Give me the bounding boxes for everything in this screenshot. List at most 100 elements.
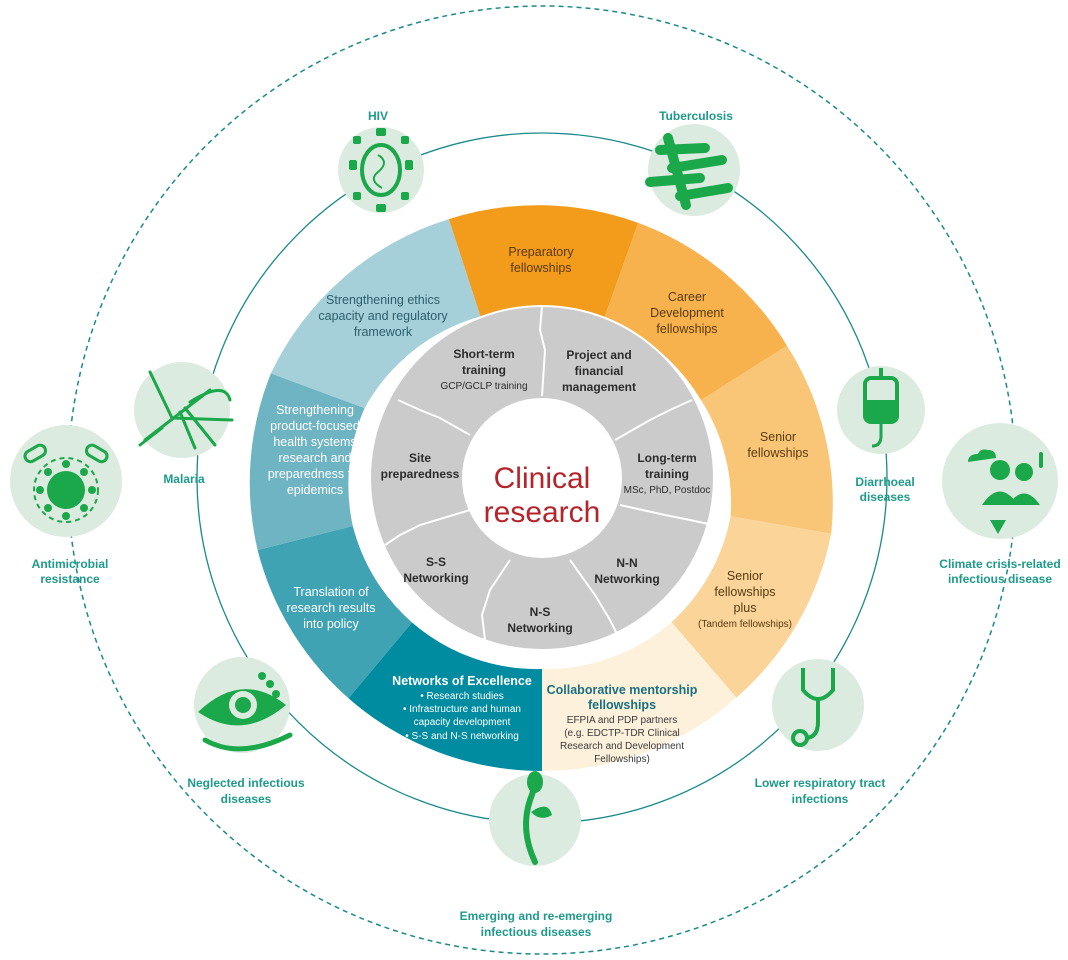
health-line1: Strengthening (276, 403, 354, 417)
segment-networks-of-excellence (348, 622, 542, 772)
malaria-label: Malaria (163, 472, 205, 486)
career-line1: Career (668, 290, 706, 304)
bacteria-icon (10, 425, 122, 537)
preparatory-line2: fellowships (510, 261, 571, 275)
collab-sub4: Fellowships) (594, 754, 650, 765)
lower-resp-label-line1: Lower respiratory tract (755, 776, 886, 790)
ethics-line3: framework (354, 325, 413, 339)
noe-title: Networks of Excellence (392, 674, 532, 688)
ns-line1: N-S (530, 605, 551, 619)
translation-line3: into policy (303, 617, 359, 631)
mosquito-icon (134, 362, 234, 458)
hiv-label: HIV (368, 109, 388, 123)
nn-line1: N-N (616, 556, 637, 570)
emerging-label-line1: Emerging and re-emerging (460, 909, 613, 923)
long-term-sub: MSc, PhD, Postdoc (624, 485, 711, 496)
ss-line2: Networking (403, 571, 468, 585)
health-line3: health systems (273, 435, 356, 449)
translation-line1: Translation of (293, 585, 369, 599)
site-line1: Site (409, 451, 431, 465)
diarrhoeal-label-line2: diseases (860, 490, 911, 504)
text-senior: Senior fellowships (747, 430, 808, 460)
noe-bullet2: • Infrastructure and human (403, 704, 521, 715)
diarrhoeal-label-line1: Diarrhoeal (855, 475, 914, 489)
segment-ethics (270, 219, 481, 409)
text-senior-plus: Senior fellowships plus (Tandem fellowsh… (698, 569, 792, 630)
translation-line2: research results (287, 601, 376, 615)
inner-ss: S-S Networking (403, 555, 468, 585)
center-title-line1: Clinical (494, 462, 591, 495)
project-line2: financial (575, 364, 624, 378)
text-collaborative: Collaborative mentorship fellowships EFP… (547, 683, 698, 765)
text-health-systems: Strengthening product-focused health sys… (268, 403, 363, 497)
sprout-icon (489, 771, 581, 866)
short-term-sub: GCP/GCLP training (440, 381, 527, 392)
segment-senior-plus (671, 516, 832, 698)
neglected-label-line2: diseases (221, 792, 272, 806)
noe-bullet1: • Research studies (420, 691, 504, 702)
collab-sub3: Research and Development (560, 741, 684, 752)
stethoscope-icon (772, 659, 864, 751)
noe-bullet4: • S-S and N-S networking (405, 731, 519, 742)
collab-line1: Collaborative mentorship (547, 683, 698, 697)
senior-plus-line1: Senior (727, 569, 763, 583)
senior-plus-sub: (Tandem fellowships) (698, 619, 792, 630)
text-networks-of-excellence: Networks of Excellence • Research studie… (392, 674, 532, 742)
site-line2: preparedness (381, 467, 460, 481)
amr-label-line2: resistance (40, 572, 100, 586)
inner-dividers (384, 305, 714, 641)
health-line5: preparedness for (268, 467, 363, 481)
inner-nn: N-N Networking (594, 556, 659, 586)
collab-line2: fellowships (588, 698, 656, 712)
nn-line2: Networking (594, 572, 659, 586)
emerging-label-line2: infectious diseases (481, 925, 592, 939)
tuberculosis-label: Tuberculosis (659, 109, 733, 123)
center-circle (462, 398, 622, 558)
climate-people-icon (942, 423, 1058, 539)
short-term-line2: training (462, 363, 506, 377)
career-line2: Development (650, 306, 724, 320)
text-preparatory: Preparatory fellowships (508, 245, 574, 275)
text-translation: Translation of research results into pol… (287, 585, 376, 631)
amr-label-line1: Antimicrobial (32, 557, 109, 571)
segment-translation (257, 526, 412, 699)
long-term-line1: Long-term (637, 451, 696, 465)
career-line3: fellowships (656, 322, 717, 336)
text-career: Career Development fellowships (650, 290, 724, 336)
senior-line1: Senior (760, 430, 796, 444)
health-line6: epidemics (287, 483, 343, 497)
eye-parasite-icon (194, 657, 293, 753)
lower-resp-label-line2: infections (792, 792, 849, 806)
outer-segments (249, 205, 833, 772)
tuberculosis-icon (645, 124, 740, 216)
segment-health-systems (249, 373, 365, 550)
segment-senior (701, 345, 833, 534)
inner-long-term: Long-term training MSc, PhD, Postdoc (624, 451, 711, 496)
inner-site: Site preparedness (381, 451, 460, 481)
climate-label-line2: infectious disease (948, 572, 1052, 586)
segment-collaborative (542, 622, 737, 772)
collab-sub1: EFPIA and PDP partners (567, 715, 677, 726)
inner-short-term: Short-term training GCP/GCLP training (440, 347, 527, 392)
senior-plus-line2: fellowships (714, 585, 775, 599)
ss-line1: S-S (426, 555, 446, 569)
short-term-line1: Short-term (453, 347, 514, 361)
ns-line2: Networking (507, 621, 572, 635)
preparatory-line1: Preparatory (508, 245, 574, 259)
hiv-icon (338, 127, 424, 213)
collab-sub2: (e.g. EDCTP-TDR Clinical (564, 728, 680, 739)
ethics-line2: capacity and regulatory (318, 309, 448, 323)
senior-line2: fellowships (747, 446, 808, 460)
segment-preparatory (448, 205, 639, 319)
health-line2: product-focused (270, 419, 360, 433)
health-line4: research and (279, 451, 352, 465)
senior-plus-line3: plus (734, 601, 757, 615)
inner-ns: N-S Networking (507, 605, 572, 635)
segment-career (603, 222, 787, 401)
ethics-line1: Strengthening ethics (326, 293, 440, 307)
climate-label-line1: Climate crisis-related (939, 557, 1060, 571)
inner-project: Project and financial management (562, 348, 636, 394)
noe-bullet3: capacity development (414, 717, 511, 728)
text-ethics: Strengthening ethics capacity and regula… (318, 293, 448, 339)
